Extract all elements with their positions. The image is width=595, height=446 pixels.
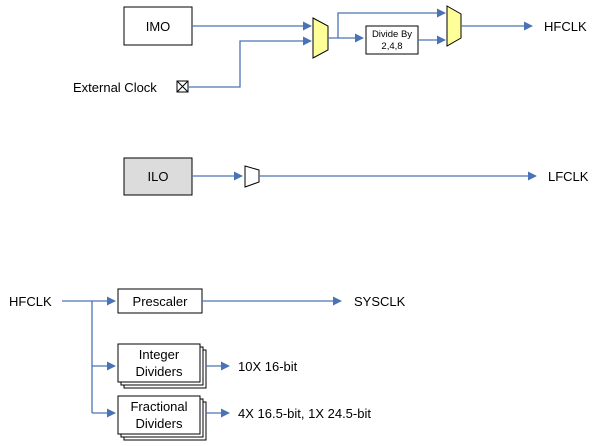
fractional-dividers-label-line1: Fractional: [130, 399, 187, 414]
ilo-buffer: [244, 165, 260, 188]
integer-output-label: 10X 16-bit: [238, 359, 298, 374]
lfclk-output-label: LFCLK: [548, 169, 589, 184]
fractional-dividers-label-line2: Dividers: [136, 416, 183, 431]
bypass-wire: [328, 8, 446, 39]
hfclk-input-label: HFCLK: [9, 294, 52, 309]
prescaler-label: Prescaler: [133, 294, 189, 309]
imo-label: IMO: [146, 19, 171, 34]
imo-box: [123, 6, 193, 46]
divider-values: 2,4,8: [381, 41, 402, 52]
divider-bypass-mux: [446, 5, 462, 47]
integer-dividers-stack: [117, 343, 207, 389]
fractional-dividers-stack: [117, 395, 207, 441]
integer-dividers-label-line2: Dividers: [136, 364, 183, 379]
integer-dividers-label-line1: Integer: [139, 347, 180, 362]
ilo-box: [123, 157, 193, 196]
fractional-output-label: 4X 16.5-bit, 1X 24.5-bit: [238, 406, 371, 421]
external-clock-to-mux-wire: [188, 36, 312, 88]
external-clock-label: External Clock: [73, 80, 157, 95]
imo-ext-mux: [312, 17, 329, 59]
divider-title: Divide By: [372, 29, 412, 40]
boxed-x-pin-icon: [176, 80, 189, 93]
hfclk-output-label: HFCLK: [544, 19, 587, 34]
sysclk-output-label: SYSCLK: [354, 294, 406, 309]
ilo-label: ILO: [148, 169, 169, 184]
